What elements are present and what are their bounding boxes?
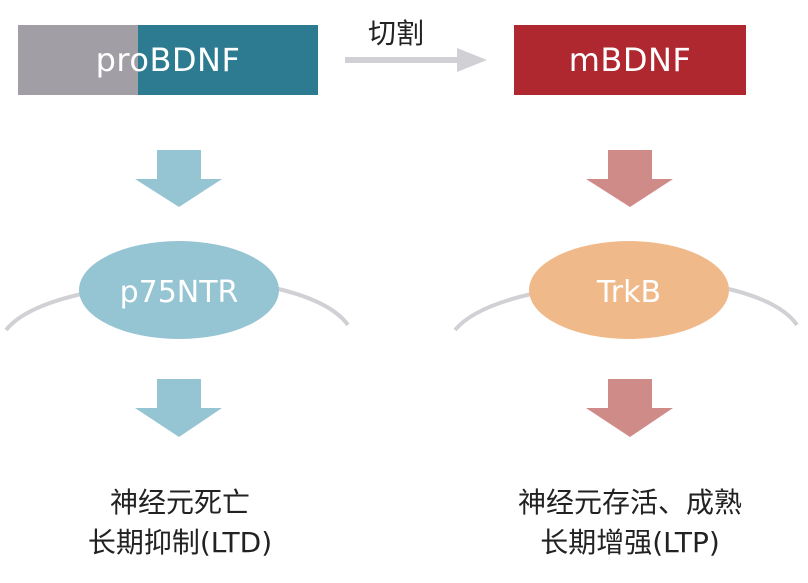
left-down-arrow-bottom [135,379,222,437]
left-outcome: 神经元死亡 长期抑制(LTD) [30,483,330,563]
mbdnf-label: mBDNF [568,41,692,79]
trkb-label: TrkB [596,275,662,310]
p75ntr-label: p75NTR [119,275,239,310]
right-outcome: 神经元存活、成熟 长期增强(LTP) [470,483,790,563]
probdnf-box: proBDNF [18,25,318,95]
left-outcome-line1: 神经元死亡 [109,486,250,519]
trkb-receptor [529,241,729,339]
left-down-arrow-top [135,150,222,207]
cleavage-label: 切割 [368,17,425,50]
right-down-arrow-top [586,150,673,207]
probdnf-label: proBDNF [95,41,241,79]
left-outcome-line2: 长期抑制(LTD) [87,526,273,559]
right-outcome-line1: 神经元存活、成熟 [517,486,742,519]
right-outcome-line2: 长期增强(LTP) [540,526,720,559]
right-down-arrow-bottom [586,379,673,437]
mbdnf-box: mBDNF [514,25,746,95]
p75ntr-receptor [79,241,279,339]
cleavage-arrow [345,48,487,72]
